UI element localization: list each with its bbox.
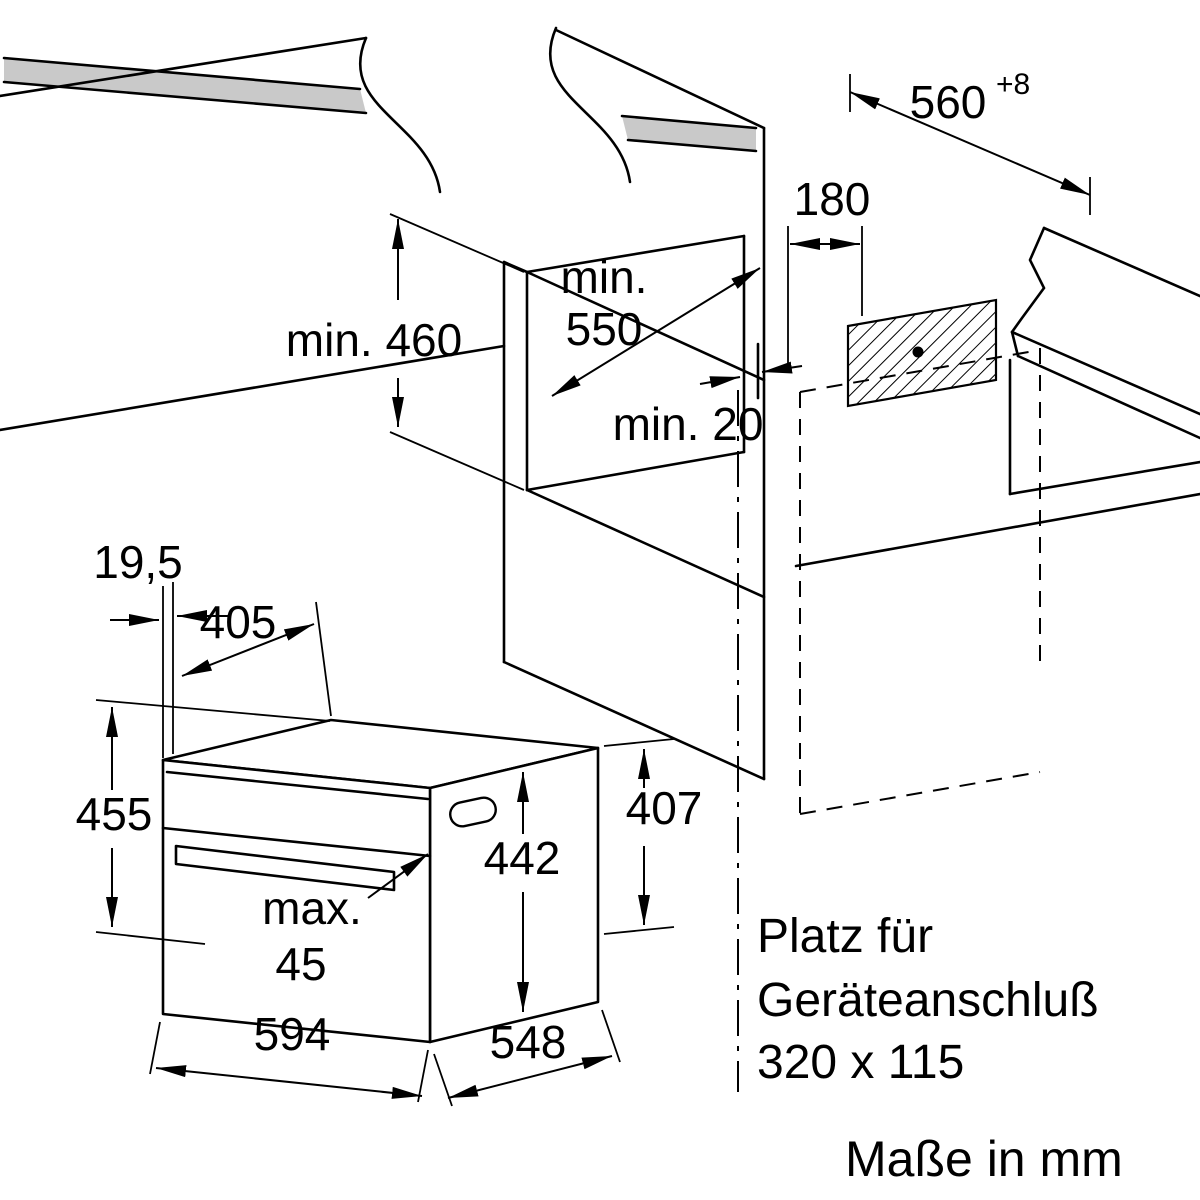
dim-casing-rear-height: 407 xyxy=(603,738,703,935)
connection-note-line1: Platz für xyxy=(757,910,933,963)
oven-right-face xyxy=(428,746,600,1044)
appliance-height-label: 455 xyxy=(76,788,153,840)
dim-niche-depth: min. 550 xyxy=(551,251,761,397)
door-overhang-label: 19,5 xyxy=(93,536,183,588)
dim-handle-max: max. 45 xyxy=(262,853,429,990)
dim-niche-width: 560 +8 xyxy=(849,68,1091,215)
connection-note-line3: 320 x 115 xyxy=(757,1036,964,1089)
appliance-depth-label: 548 xyxy=(490,1016,567,1068)
worktop-right xyxy=(794,226,1200,568)
dim-top-depth: 405 xyxy=(181,596,332,717)
break-wave-left xyxy=(358,36,442,194)
worktop-edge-band-left xyxy=(4,58,366,113)
worktop-right-broken-edge xyxy=(1010,226,1046,358)
handle-max-label-line2: 45 xyxy=(275,938,326,990)
niche-depth-label-line2: 550 xyxy=(566,303,643,355)
connection-note-line2: Geräteanschluß xyxy=(757,974,1099,1027)
top-depth-label: 405 xyxy=(200,596,277,648)
dim-casing-height: 442 xyxy=(484,772,561,1012)
hidden-edges xyxy=(799,348,1041,815)
unit-note: Maße in mm xyxy=(845,1131,1123,1187)
niche-height-label: min. 460 xyxy=(286,314,462,366)
appliance-width-label: 594 xyxy=(254,1008,331,1060)
dim-appliance-width: 594 xyxy=(149,1008,429,1103)
worktop-left xyxy=(0,26,758,194)
oven-front-face xyxy=(161,758,432,1044)
dim-niche-height: min. 460 xyxy=(286,213,525,491)
dim-appliance-depth: 548 xyxy=(433,1009,621,1107)
break-wave-right xyxy=(548,26,632,184)
dim-appliance-height: 455 xyxy=(76,699,331,945)
oven-3d-view xyxy=(161,718,600,1044)
handle-max-label-line1: max. xyxy=(262,882,362,934)
connection-point-dot xyxy=(912,346,924,358)
niche-depth-label-line1: min. xyxy=(561,251,648,303)
connection-area xyxy=(846,298,998,408)
niche-width-label: 560 xyxy=(910,76,987,128)
top-gap-label: 180 xyxy=(794,173,871,225)
dim-door-overhang: 19,5 xyxy=(93,536,230,758)
casing-rear-height-label: 407 xyxy=(626,782,703,834)
rear-gap-label: min. 20 xyxy=(613,398,764,450)
connection-space-note: Platz für Geräteanschluß 320 x 115 xyxy=(757,910,1099,1089)
dim-top-gap: 180 xyxy=(787,173,871,366)
niche-width-tolerance-label: +8 xyxy=(996,68,1030,101)
casing-height-label: 442 xyxy=(484,832,561,884)
oven-door-handle xyxy=(174,844,396,892)
oven-side-grip xyxy=(449,796,497,828)
dim-rear-gap: min. 20 xyxy=(613,342,803,450)
